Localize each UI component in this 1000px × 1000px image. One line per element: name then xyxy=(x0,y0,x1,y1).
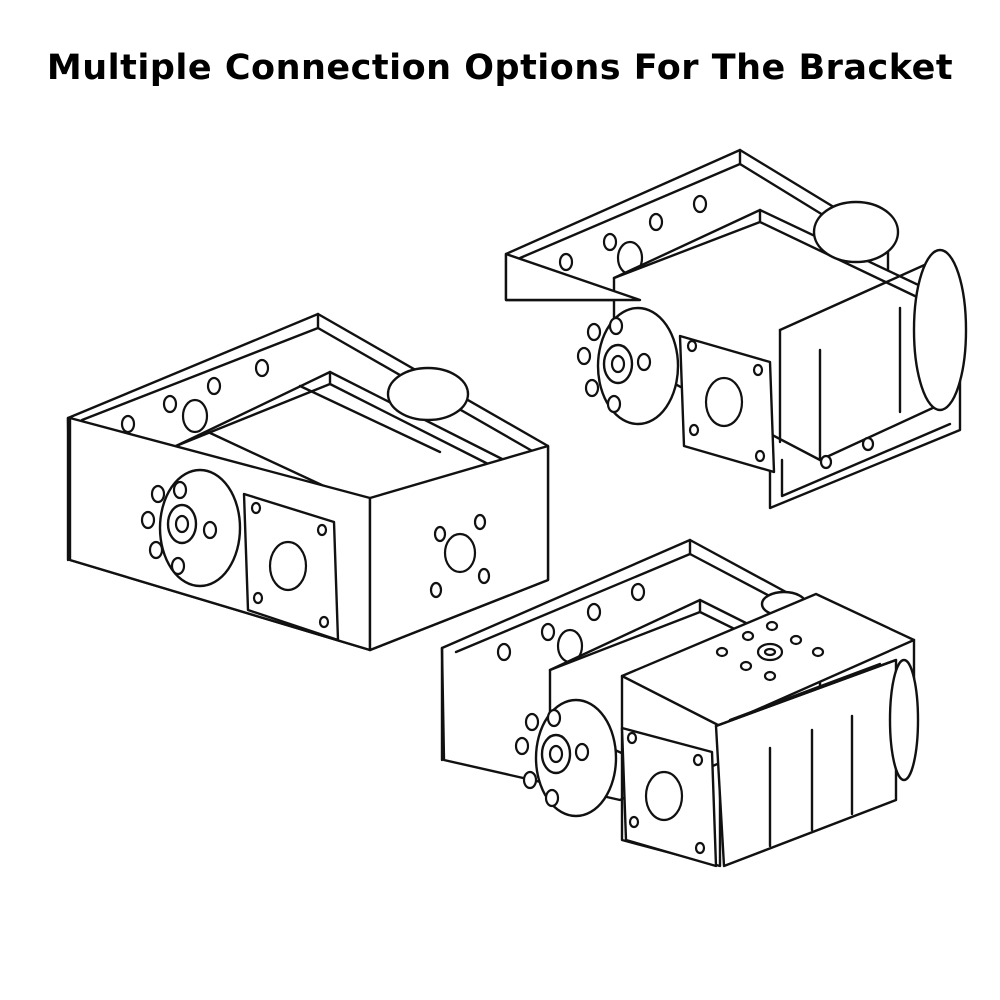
servo-horn-front-bottom xyxy=(514,698,618,818)
servo-side-bottom xyxy=(714,658,920,868)
bracket-servo-assembly-top-right xyxy=(504,148,968,510)
servo-horn-front-top-right xyxy=(576,306,680,426)
servo-mount-plate-left xyxy=(242,492,340,642)
servo-mount-plate-top-right xyxy=(678,334,776,474)
bracket-servo-assembly-bottom xyxy=(440,538,920,868)
servo-horn-rear-top-right xyxy=(812,200,900,264)
servo-mount-plate-bottom xyxy=(620,726,718,868)
front-plate-top-right xyxy=(504,248,968,510)
servo-horn-front-left xyxy=(140,468,242,588)
servo-horn-rear-left xyxy=(386,366,470,422)
bracket-servo-assembly-left xyxy=(66,312,550,652)
page-title: Multiple Connection Options For The Brac… xyxy=(46,48,954,88)
